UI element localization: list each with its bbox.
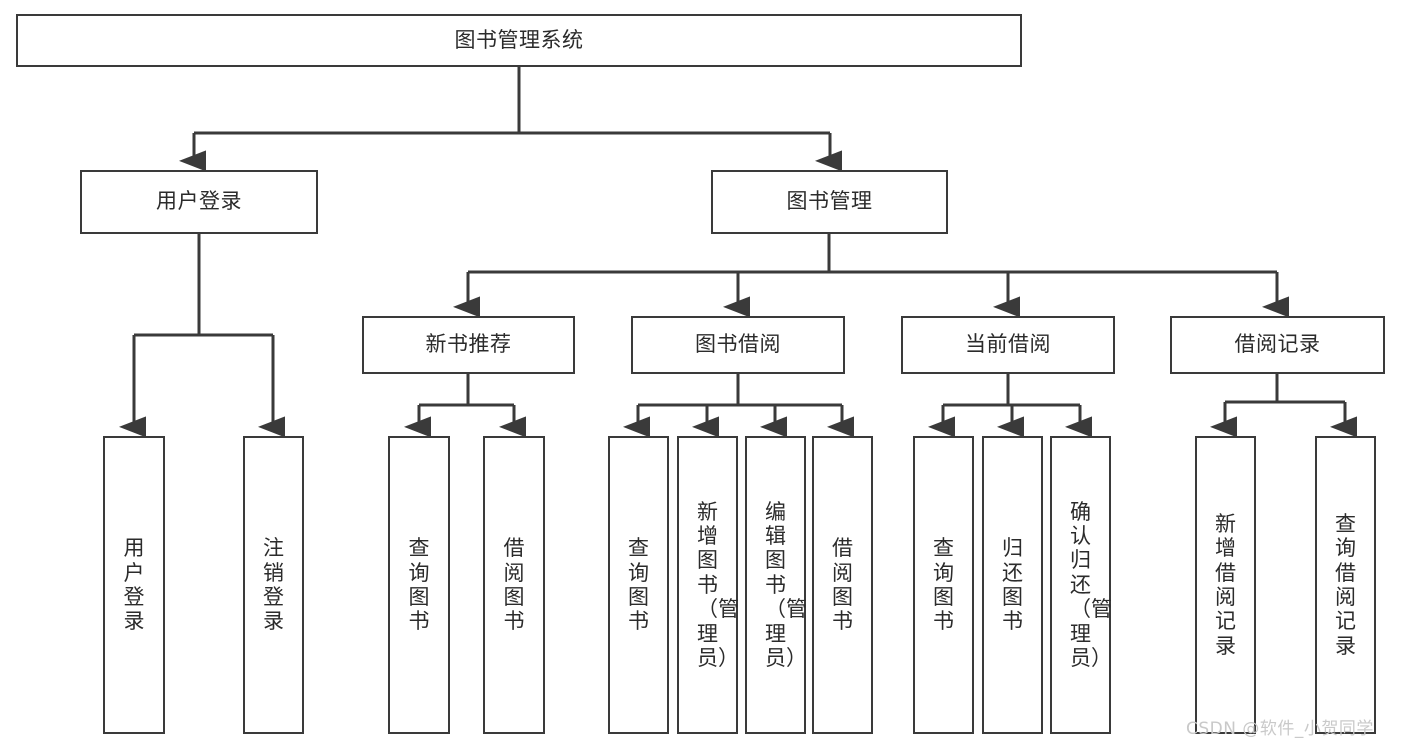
node-book-borrow[interactable]: 图书借阅 bbox=[631, 316, 845, 374]
node-user-login-label: 用户登录 bbox=[156, 189, 242, 214]
node-book-manage-label: 图书管理 bbox=[786, 189, 873, 214]
node-new-book-recommend[interactable]: 新书推荐 bbox=[362, 316, 575, 374]
node-root-label: 图书管理系统 bbox=[454, 27, 584, 52]
node-logout-action-label: 注销登录 bbox=[263, 536, 284, 634]
node-borrow-record-label: 借阅记录 bbox=[1234, 332, 1321, 357]
node-user-login[interactable]: 用户登录 bbox=[80, 170, 318, 234]
node-borrow-book-label: 借阅图书 bbox=[832, 536, 853, 634]
node-current-borrow-label: 当前借阅 bbox=[965, 332, 1051, 357]
node-user-login-action-label: 用户登录 bbox=[123, 536, 145, 634]
node-book-borrow-label: 图书借阅 bbox=[695, 332, 781, 357]
node-current-borrow[interactable]: 当前借阅 bbox=[901, 316, 1115, 374]
node-user-login-action[interactable]: 用户登录 bbox=[103, 436, 165, 734]
node-add-borrow-record-label: 新增借阅记录 bbox=[1215, 511, 1236, 658]
node-query-book-recommend[interactable]: 查询图书 bbox=[388, 436, 450, 734]
node-add-book-admin-label: 新增图书（管理员） bbox=[697, 499, 739, 670]
node-logout-action[interactable]: 注销登录 bbox=[243, 436, 304, 734]
node-borrow-book-recommend[interactable]: 借阅图书 bbox=[483, 436, 545, 734]
node-query-book-recommend-label: 查询图书 bbox=[408, 536, 430, 634]
node-new-book-recommend-label: 新书推荐 bbox=[425, 332, 512, 357]
node-query-borrow-record[interactable]: 查询借阅记录 bbox=[1315, 436, 1376, 734]
node-borrow-record[interactable]: 借阅记录 bbox=[1170, 316, 1385, 374]
node-root[interactable]: 图书管理系统 bbox=[16, 14, 1022, 67]
node-query-book-current-label: 查询图书 bbox=[933, 536, 954, 634]
node-book-manage[interactable]: 图书管理 bbox=[711, 170, 948, 234]
node-confirm-return-admin[interactable]: 确认归还（管理员） bbox=[1050, 436, 1112, 734]
node-query-book-borrow[interactable]: 查询图书 bbox=[608, 436, 669, 734]
node-borrow-book[interactable]: 借阅图书 bbox=[812, 436, 873, 734]
node-confirm-return-admin-label: 确认归还（管理员） bbox=[1070, 499, 1112, 670]
node-edit-book-admin[interactable]: 编辑图书（管理员） bbox=[745, 436, 807, 734]
node-query-book-borrow-label: 查询图书 bbox=[628, 536, 649, 634]
node-edit-book-admin-label: 编辑图书（管理员） bbox=[765, 499, 807, 670]
watermark: CSDN @软件_小贺同学 bbox=[1186, 719, 1374, 739]
node-query-book-current[interactable]: 查询图书 bbox=[913, 436, 974, 734]
node-query-borrow-record-label: 查询借阅记录 bbox=[1335, 511, 1356, 658]
node-return-book-label: 归还图书 bbox=[1002, 536, 1023, 634]
node-borrow-book-recommend-label: 借阅图书 bbox=[503, 536, 525, 634]
node-add-borrow-record[interactable]: 新增借阅记录 bbox=[1195, 436, 1256, 734]
node-return-book[interactable]: 归还图书 bbox=[982, 436, 1043, 734]
node-add-book-admin[interactable]: 新增图书（管理员） bbox=[677, 436, 739, 734]
